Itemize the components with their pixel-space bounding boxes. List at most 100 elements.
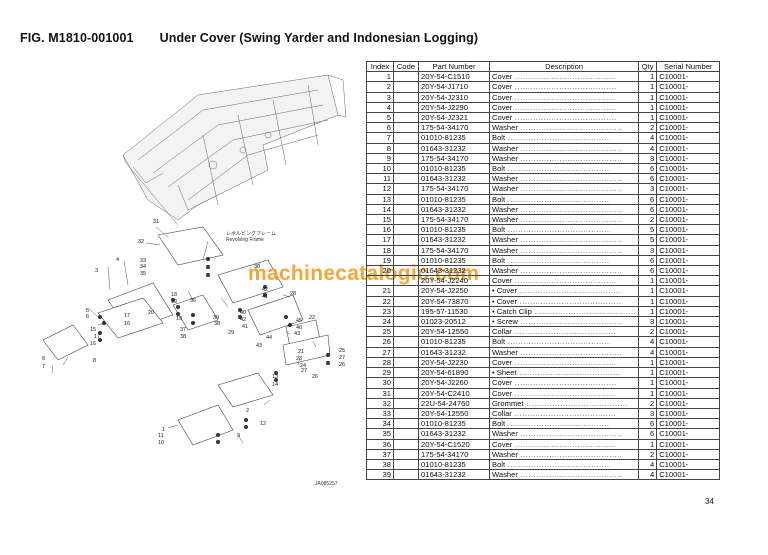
cell-qty: 1: [638, 377, 658, 389]
cell-qty: 6: [638, 203, 658, 216]
figure-caption: Under Cover (Swing Yarder and Indonesian…: [159, 31, 479, 45]
cell-desc: • Catch Clip ...........................…: [488, 305, 640, 318]
cell-part: 01643-31232: [418, 142, 490, 154]
cell-desc: Cover ..................................…: [488, 275, 640, 287]
cell-serial: C10001-: [656, 387, 721, 399]
cell-code: [393, 336, 419, 348]
col-serial-header: Serial Number: [656, 60, 721, 73]
svg-text:42: 42: [262, 287, 268, 293]
cell-desc: Bolt ...................................…: [488, 336, 640, 348]
cell-desc: Grommet ................................…: [488, 397, 640, 409]
cell-code: [393, 183, 419, 195]
cell-code: [393, 346, 419, 358]
cell-qty: 4: [638, 132, 658, 144]
cell-qty: 1: [638, 71, 658, 83]
cell-index: 8: [366, 142, 394, 154]
svg-text:26: 26: [312, 374, 318, 380]
cell-index: 36: [366, 438, 394, 450]
cell-index: 37: [366, 448, 394, 460]
col-description-header: Description: [488, 60, 640, 73]
svg-text:27: 27: [301, 368, 307, 374]
cell-qty: 4: [638, 458, 658, 471]
cell-serial: C10001-: [656, 203, 721, 216]
cell-code: [393, 224, 419, 236]
svg-text:41: 41: [242, 324, 248, 330]
cell-code: [393, 132, 419, 144]
cell-qty: 2: [638, 122, 658, 134]
table-header-row: Index Code Part Number Description Qty S…: [366, 60, 721, 73]
cell-code: [393, 428, 419, 440]
cell-index: 19: [366, 254, 394, 267]
cell-serial: C10001-: [656, 469, 721, 481]
cell-part: 20Y-54-J2310: [418, 91, 490, 103]
svg-text:43: 43: [294, 331, 300, 337]
cell-serial: C10001-: [656, 418, 721, 430]
svg-text:34: 34: [140, 264, 146, 270]
svg-text:17: 17: [124, 313, 130, 319]
cell-desc: Cover ..................................…: [488, 71, 640, 83]
cell-part: 20Y-54-61890: [418, 367, 490, 379]
cell-desc: Washer .................................…: [488, 173, 640, 185]
cell-code: [393, 244, 419, 256]
cell-serial: C10001-: [656, 183, 721, 195]
cell-index: 5: [366, 112, 394, 124]
cell-code: [393, 173, 419, 185]
cell-code: [393, 295, 419, 307]
svg-text:14: 14: [272, 382, 278, 388]
cell-qty: 1: [638, 438, 658, 450]
cell-qty: 2: [638, 326, 658, 338]
cell-index: 31: [366, 387, 394, 399]
svg-text:21: 21: [298, 349, 304, 355]
cell-desc: Washer .................................…: [488, 142, 640, 154]
cell-qty: 1: [638, 101, 658, 114]
cell-desc: • Sheet ................................…: [488, 367, 640, 379]
svg-text:13: 13: [272, 374, 278, 380]
cell-qty: 2: [638, 448, 658, 460]
cell-part: 01643-31232: [418, 469, 490, 481]
svg-text:15: 15: [90, 327, 96, 333]
cell-part: 01643-31232: [418, 203, 490, 216]
cell-qty: 3: [638, 407, 658, 420]
svg-text:2: 2: [246, 408, 249, 414]
cell-part: 20Y-54-J2321: [418, 112, 490, 124]
cell-qty: 1: [638, 91, 658, 103]
svg-text:10: 10: [158, 440, 164, 446]
cell-desc: Cover ..................................…: [488, 356, 640, 369]
cell-desc: Collar .................................…: [488, 407, 640, 420]
svg-text:16: 16: [90, 341, 96, 347]
cell-desc: Bolt ...................................…: [488, 163, 640, 175]
cell-desc: Cover ..................................…: [488, 377, 640, 389]
svg-text:8: 8: [42, 356, 45, 362]
cell-desc: Washer .................................…: [488, 469, 640, 481]
cell-serial: C10001-: [656, 224, 721, 236]
cell-desc: Washer .................................…: [488, 448, 640, 460]
cell-serial: C10001-: [656, 448, 721, 460]
svg-text:44: 44: [266, 335, 272, 341]
svg-text:1: 1: [162, 427, 165, 433]
cell-code: [393, 377, 419, 389]
cell-part: 20Y-54-12550: [418, 326, 490, 338]
svg-text:43: 43: [256, 343, 262, 349]
cell-qty: 4: [638, 142, 658, 154]
cell-serial: C10001-: [656, 428, 721, 440]
cell-serial: C10001-: [656, 458, 721, 471]
cell-part: 175-54-34170: [418, 214, 490, 226]
svg-text:35: 35: [140, 271, 146, 277]
cell-qty: 6: [638, 193, 658, 205]
cell-serial: C10001-: [656, 173, 721, 185]
cell-code: [393, 112, 419, 124]
cell-code: [393, 91, 419, 103]
cell-serial: C10001-: [656, 407, 721, 420]
cell-serial: C10001-: [656, 367, 721, 379]
cell-code: [393, 458, 419, 471]
cell-code: [393, 316, 419, 328]
cell-qty: 1: [638, 356, 658, 369]
cell-index: 6: [366, 122, 394, 134]
cell-code: [393, 142, 419, 154]
